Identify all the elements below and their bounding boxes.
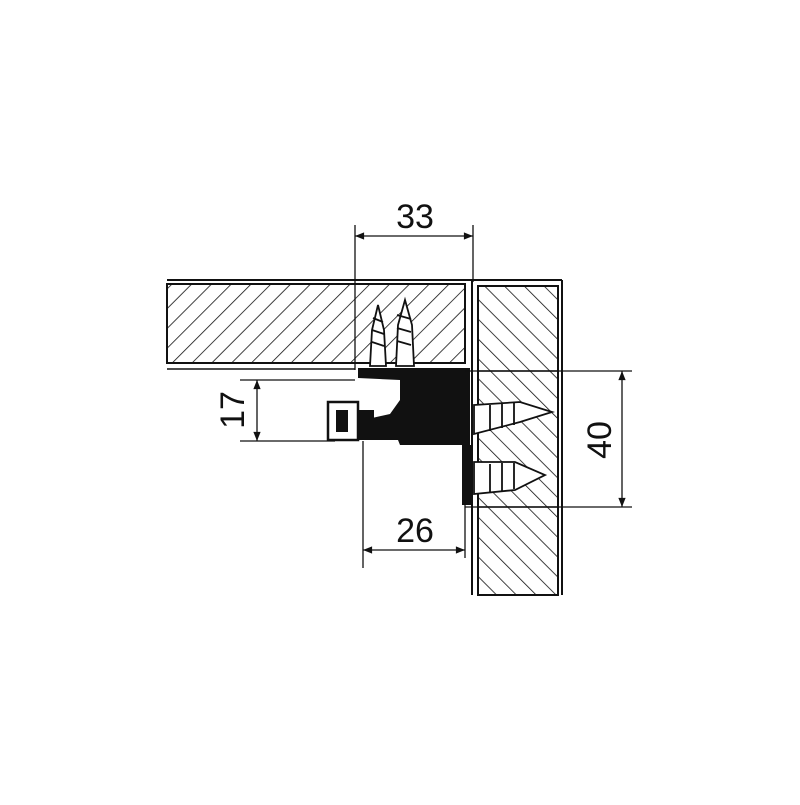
dimension-label-17: 17 bbox=[214, 391, 252, 429]
connector-fitting bbox=[326, 368, 470, 445]
dimension-17: 17 bbox=[214, 379, 355, 442]
screw-icon bbox=[369, 296, 415, 367]
side-board bbox=[471, 280, 563, 596]
screw-icon bbox=[462, 401, 556, 505]
dimension-33: 33 bbox=[354, 198, 474, 370]
dimension-label-40: 40 bbox=[581, 421, 619, 459]
top-board bbox=[166, 279, 562, 370]
dimension-label-33: 33 bbox=[396, 198, 434, 236]
dimension-40: 40 bbox=[465, 370, 632, 508]
dimension-26: 26 bbox=[362, 441, 466, 568]
dimension-label-26: 26 bbox=[396, 512, 434, 550]
